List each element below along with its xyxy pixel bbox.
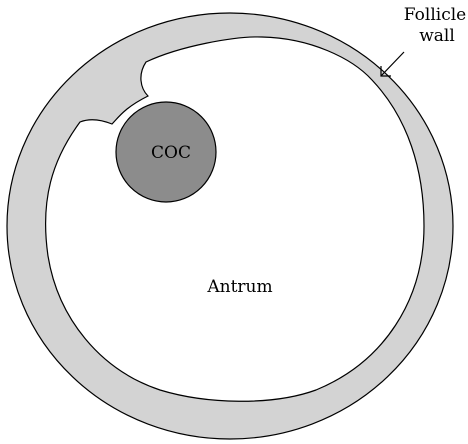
- antrum-label: Antrum: [206, 277, 272, 297]
- coc-circle: [115, 101, 217, 203]
- follicle-wall-arrow: [380, 51, 405, 77]
- coc-label: COC: [151, 143, 191, 163]
- follicle-wall-label-line1: Follicle: [404, 5, 466, 25]
- follicle-wall-label-line2: wall: [419, 26, 455, 46]
